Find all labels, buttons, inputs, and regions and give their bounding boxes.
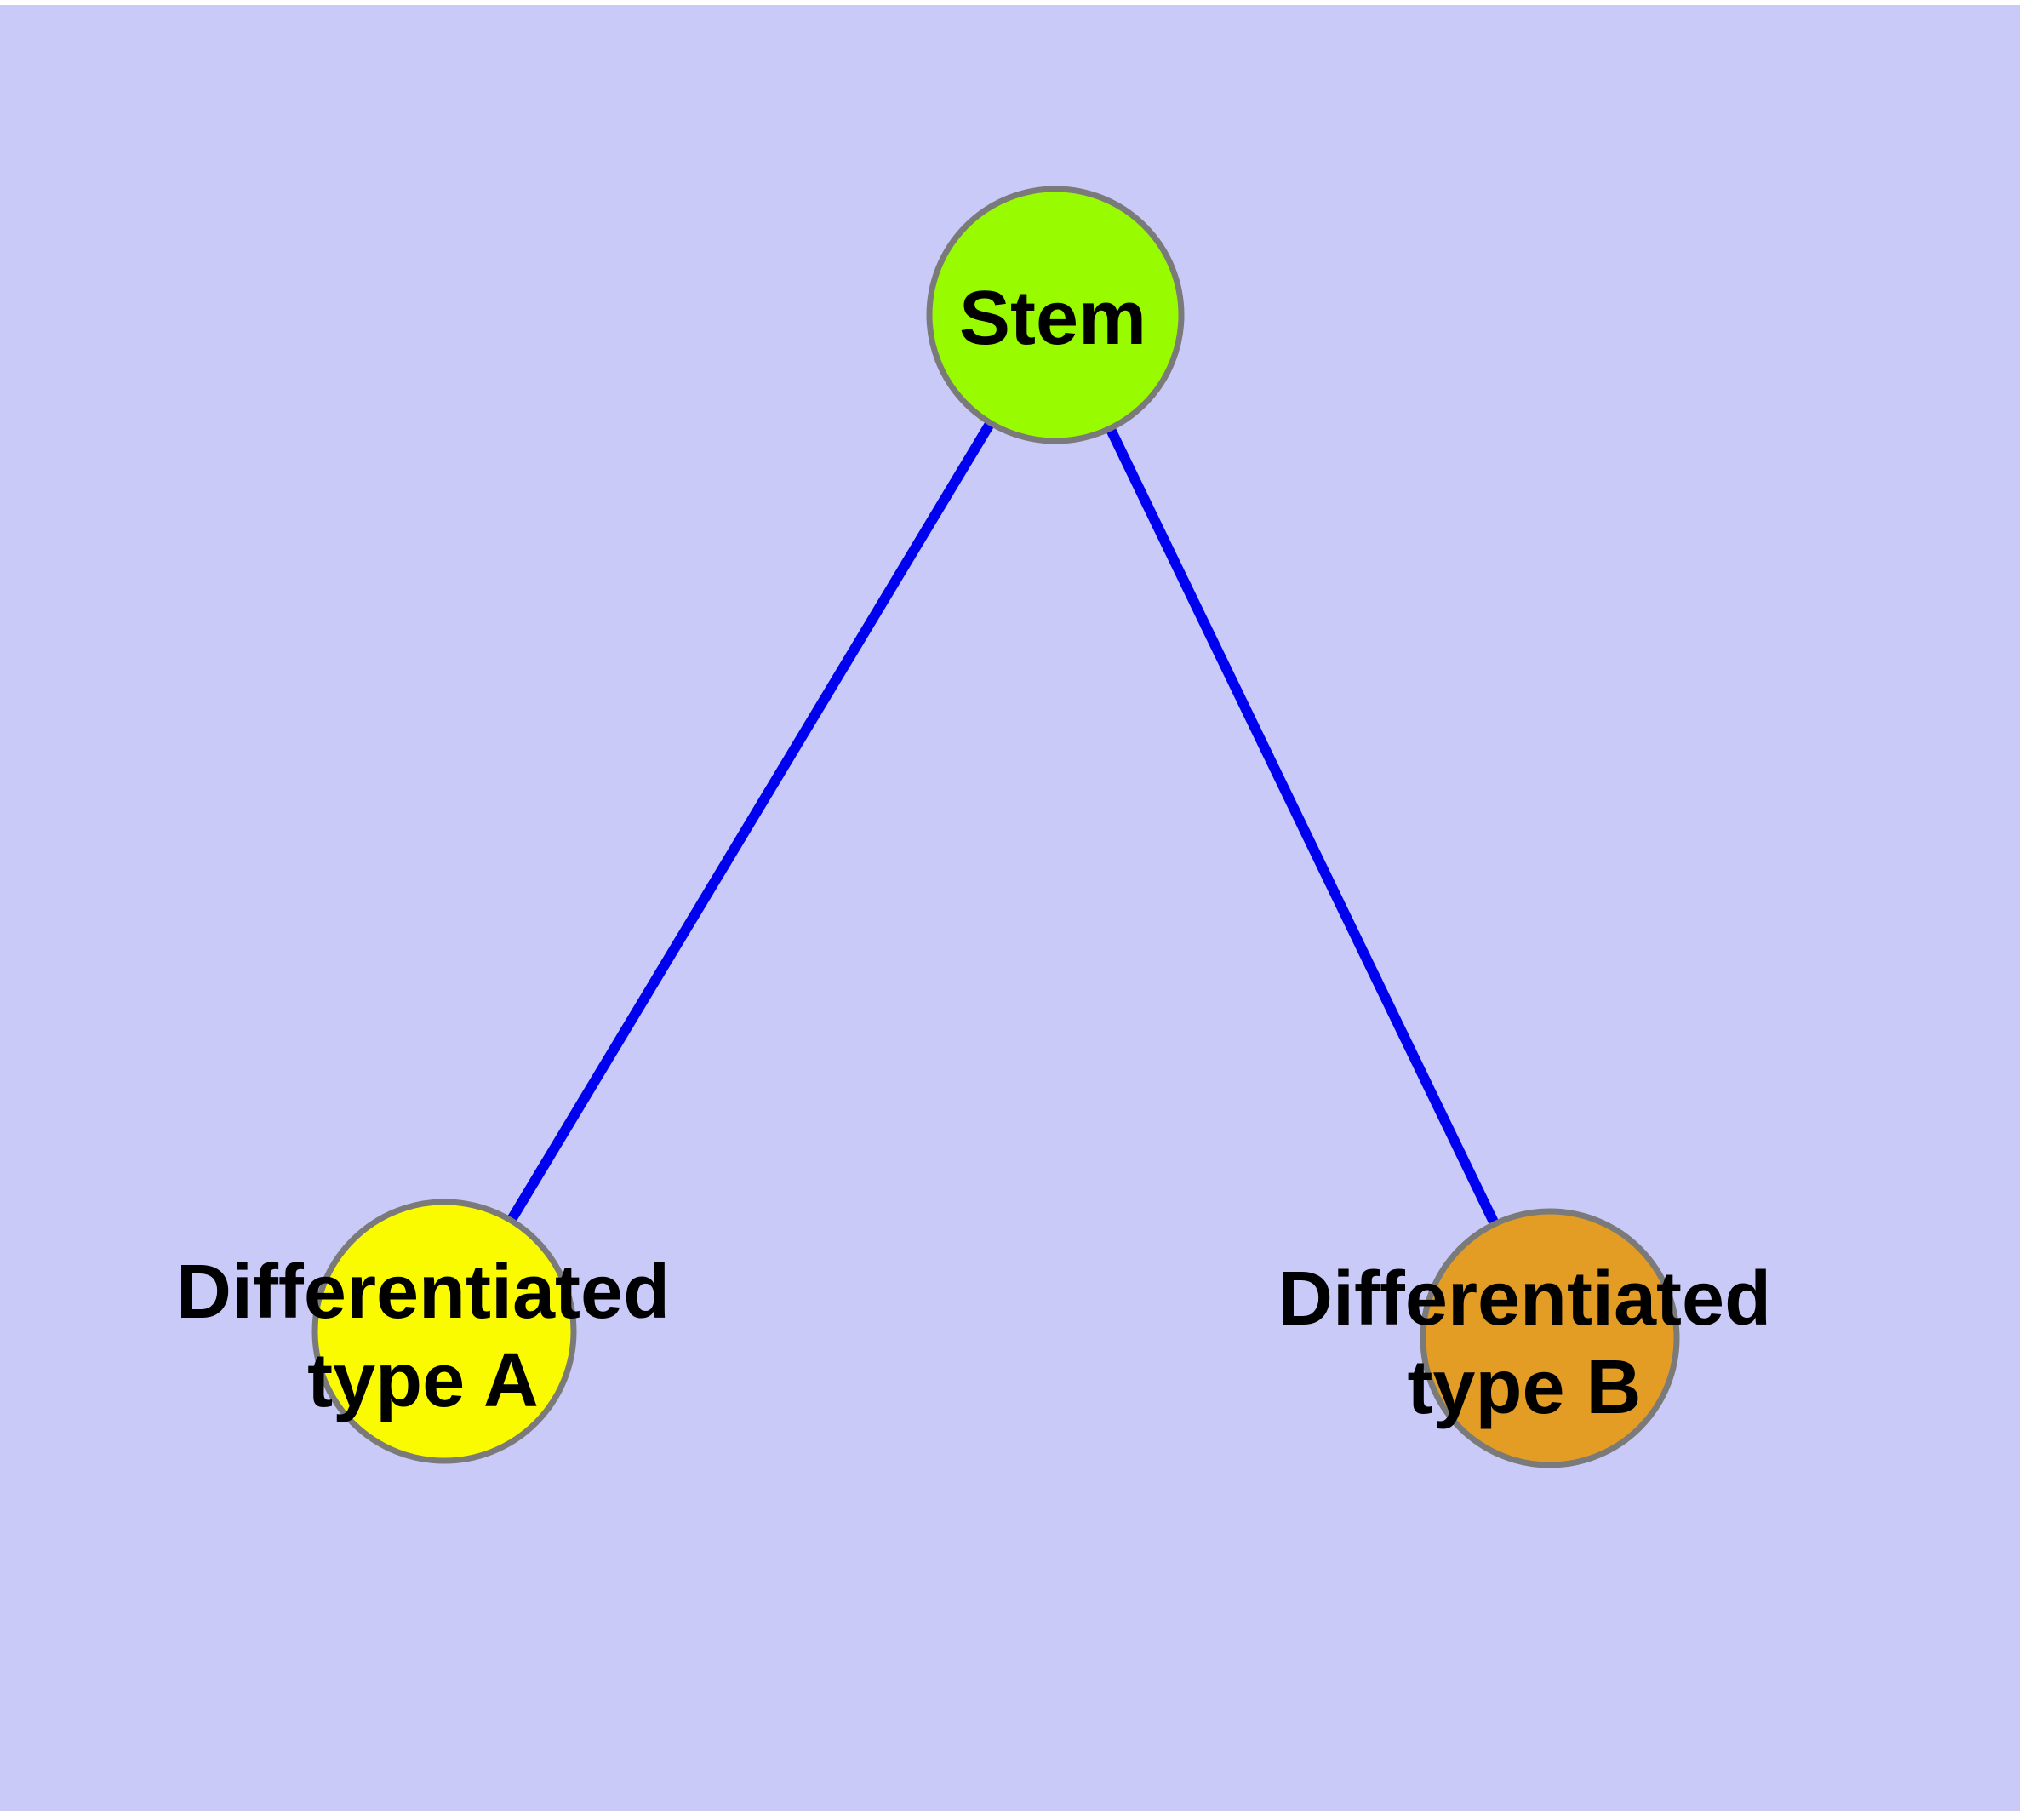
node-label-stem: Stem	[959, 274, 1146, 363]
node-circle-differentiated-type-b	[1420, 1208, 1680, 1468]
node-label-stem-line-1: Stem	[958, 276, 1147, 361]
node-label-differentiated-type-a: Differentiated type A	[176, 1248, 670, 1425]
node-circle-differentiated-type-a	[311, 1199, 577, 1464]
node-circle-stem	[926, 186, 1185, 444]
edge-stem-to-type-b	[1050, 312, 1555, 1341]
node-label-type-b-line-2: type B	[1407, 1345, 1642, 1430]
edge-stem-to-type-a	[439, 312, 1060, 1335]
node-label-type-b-line-1: Differentiated	[1277, 1256, 1772, 1342]
node-label-type-a-line-1: Differentiated	[175, 1250, 671, 1335]
node-label-type-a-line-2: type A	[307, 1338, 539, 1423]
node-label-differentiated-type-b: Differentiated type B	[1277, 1255, 1771, 1432]
